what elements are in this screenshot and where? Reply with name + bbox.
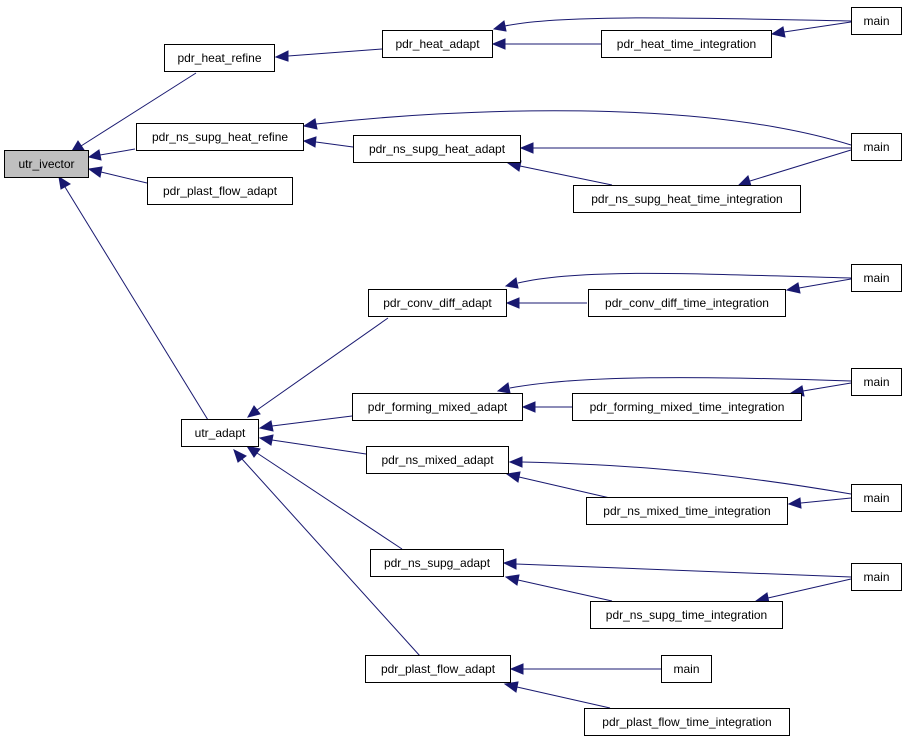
node-label: main [863,14,889,28]
node-label: pdr_conv_diff_adapt [383,296,492,310]
edge-pdr-plast-flow-adapt-top-to-utr-ivector [87,166,148,184]
node-label: pdr_forming_mixed_adapt [368,400,508,414]
edge-pdr-ns-mixed-time-integration-to-pdr-ns-mixed-adapt [505,471,611,499]
node-pdr-heat-adapt[interactable]: pdr_heat_adapt [382,30,493,58]
node-label: main [863,271,889,285]
node-main-1[interactable]: main [851,7,902,35]
edge-main-7-to-pdr-plast-flow-adapt [509,663,661,675]
edge-pdr-ns-supg-heat-refine-to-utr-ivector [87,148,136,161]
edge-main-6-to-pdr-ns-supg-adapt [502,558,852,578]
edge-pdr-forming-mixed-time-integration-to-pdr-forming-mixed-adapt [521,401,572,413]
node-label: pdr_ns_supg_time_integration [606,608,767,622]
edge-pdr-ns-supg-heat-adapt-to-pdr-ns-supg-heat-refine [302,136,354,148]
node-pdr-ns-mixed-adapt[interactable]: pdr_ns_mixed_adapt [366,446,509,474]
edge-pdr-ns-supg-heat-time-integration-to-pdr-ns-supg-heat-adapt [506,160,613,186]
node-pdr-ns-supg-time-integration[interactable]: pdr_ns_supg_time_integration [590,601,783,629]
node-label: pdr_heat_adapt [395,37,480,51]
edge-utr-adapt-to-utr-ivector [58,175,209,421]
edge-pdr-conv-diff-adapt-to-utr-adapt [247,317,389,418]
node-pdr-ns-mixed-time-integration[interactable]: pdr_ns_mixed_time_integration [586,497,788,525]
edge-pdr-forming-mixed-adapt-to-utr-adapt [258,415,353,432]
edge-main-3-to-pdr-conv-diff-adapt [504,272,852,289]
node-pdr-conv-diff-adapt[interactable]: pdr_conv_diff_adapt [368,289,507,317]
node-label: main [673,662,699,676]
edge-main-2-to-pdr-ns-supg-heat-refine [302,110,852,146]
node-label: pdr_ns_supg_heat_time_integration [591,192,782,206]
edge-main-1-to-pdr-heat-adapt [492,17,852,32]
node-label: pdr_heat_time_integration [617,37,756,51]
node-label: pdr_ns_mixed_time_integration [603,504,770,518]
edge-pdr-plast-flow-adapt-to-utr-adapt [233,449,421,657]
node-pdr-plast-flow-time-integration[interactable]: pdr_plast_flow_time_integration [584,708,790,736]
node-utr-adapt[interactable]: utr_adapt [181,419,259,447]
nodes-layer: utr_ivector pdr_heat_refine pdr_ns_supg_… [4,7,902,736]
node-pdr-ns-supg-heat-adapt[interactable]: pdr_ns_supg_heat_adapt [353,135,521,163]
node-label: pdr_ns_supg_heat_refine [152,130,288,144]
node-utr-ivector[interactable]: utr_ivector [4,150,89,178]
edge-pdr-ns-supg-time-integration-to-pdr-ns-supg-adapt [504,574,613,602]
node-label: utr_adapt [195,426,246,440]
node-label: pdr_ns_supg_adapt [384,556,491,570]
node-label: pdr_plast_flow_time_integration [602,715,771,729]
node-pdr-ns-supg-adapt[interactable]: pdr_ns_supg_adapt [370,549,504,577]
node-pdr-heat-time-integration[interactable]: pdr_heat_time_integration [601,30,772,58]
edge-main-5-to-pdr-ns-mixed-time-integration [787,497,852,509]
edge-pdr-heat-adapt-to-pdr-heat-refine [274,48,383,62]
edge-main-6-to-pdr-ns-supg-time-integration [754,578,852,604]
node-main-4[interactable]: main [851,368,902,396]
node-main-2[interactable]: main [851,133,902,161]
node-main-6[interactable]: main [851,563,902,591]
node-label: pdr_ns_supg_heat_adapt [369,142,506,156]
edge-main-2-to-pdr-ns-supg-heat-time-integration [737,149,852,187]
node-label: main [863,570,889,584]
node-pdr-ns-supg-heat-refine[interactable]: pdr_ns_supg_heat_refine [136,123,304,151]
node-pdr-ns-supg-heat-time-integration[interactable]: pdr_ns_supg_heat_time_integration [573,185,801,213]
node-label: main [863,375,889,389]
node-label: main [863,140,889,154]
node-pdr-heat-refine[interactable]: pdr_heat_refine [164,44,275,72]
node-pdr-plast-flow-adapt-top[interactable]: pdr_plast_flow_adapt [147,177,293,205]
node-pdr-conv-diff-time-integration[interactable]: pdr_conv_diff_time_integration [588,289,786,317]
node-label: main [863,491,889,505]
node-main-3[interactable]: main [851,264,902,292]
node-pdr-forming-mixed-adapt[interactable]: pdr_forming_mixed_adapt [352,393,523,421]
edge-main-3-to-pdr-conv-diff-time-integration [785,278,852,294]
node-pdr-plast-flow-adapt[interactable]: pdr_plast_flow_adapt [365,655,511,683]
edge-pdr-ns-supg-adapt-to-utr-adapt [245,445,403,550]
edge-main-1-to-pdr-heat-time-integration [770,21,852,38]
edges-layer [58,17,852,709]
edge-main-4-to-pdr-forming-mixed-adapt [496,377,852,394]
node-label: pdr_ns_mixed_adapt [381,453,494,467]
edge-pdr-ns-mixed-adapt-to-utr-adapt [258,434,367,455]
node-label: pdr_plast_flow_adapt [163,184,278,198]
edge-pdr-plast-flow-time-integration-to-pdr-plast-flow-adapt [503,681,611,709]
edge-pdr-heat-time-integration-to-pdr-heat-adapt [491,38,601,50]
edge-main-2-to-pdr-ns-supg-heat-adapt [519,142,851,154]
edge-main-5-to-pdr-ns-mixed-adapt [508,456,852,495]
node-label: pdr_conv_diff_time_integration [605,296,769,310]
node-main-7[interactable]: main [661,655,712,683]
node-label: pdr_plast_flow_adapt [381,662,496,676]
node-label: pdr_heat_refine [177,51,261,65]
edge-pdr-conv-diff-time-integration-to-pdr-conv-diff-adapt [505,297,587,309]
node-pdr-forming-mixed-time-integration[interactable]: pdr_forming_mixed_time_integration [572,393,802,421]
node-main-5[interactable]: main [851,484,902,512]
node-label: pdr_forming_mixed_time_integration [590,400,785,414]
node-label: utr_ivector [18,157,74,171]
